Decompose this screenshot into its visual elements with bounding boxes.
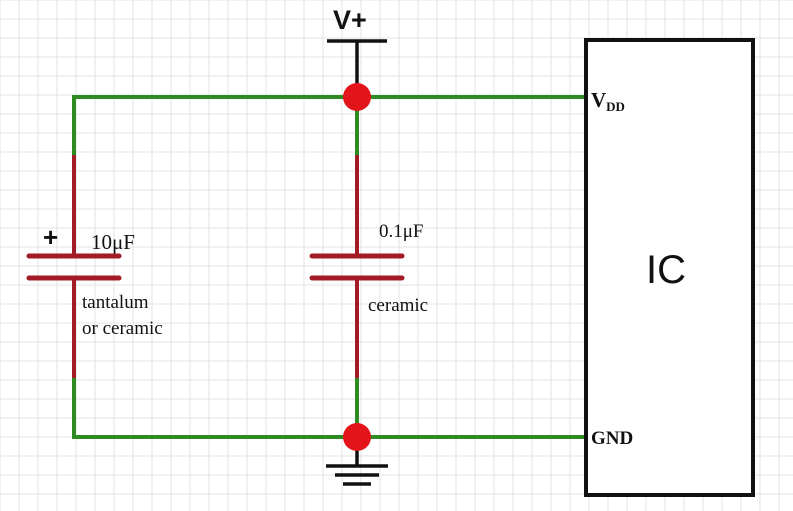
- gnd-pin-label: GND: [591, 428, 633, 449]
- bulk-cap-type-line2: or ceramic: [82, 318, 163, 339]
- bulk-cap-polarity-mark: +: [43, 222, 58, 252]
- decoupling-capacitor: [309, 95, 405, 439]
- ic-outline: [584, 38, 755, 497]
- vdd-pin-main: V: [591, 88, 606, 112]
- gnd-junction-node: [343, 423, 371, 451]
- supply-label: V+: [333, 5, 367, 35]
- decoupling-cap-type: ceramic: [368, 295, 428, 316]
- bulk-cap-type-line1: tantalum: [82, 292, 149, 313]
- decoupling-cap-value: 0.1μF: [379, 221, 424, 242]
- ic-block: IC VDD GND: [584, 38, 755, 497]
- vdd-pin-subscript: DD: [606, 99, 625, 114]
- ic-label: IC: [646, 248, 686, 292]
- vdd-pin-label: VDD: [591, 88, 625, 114]
- vdd-junction-node: [343, 83, 371, 111]
- bulk-capacitor: [26, 95, 122, 439]
- bulk-cap-value: 10μF: [91, 230, 135, 254]
